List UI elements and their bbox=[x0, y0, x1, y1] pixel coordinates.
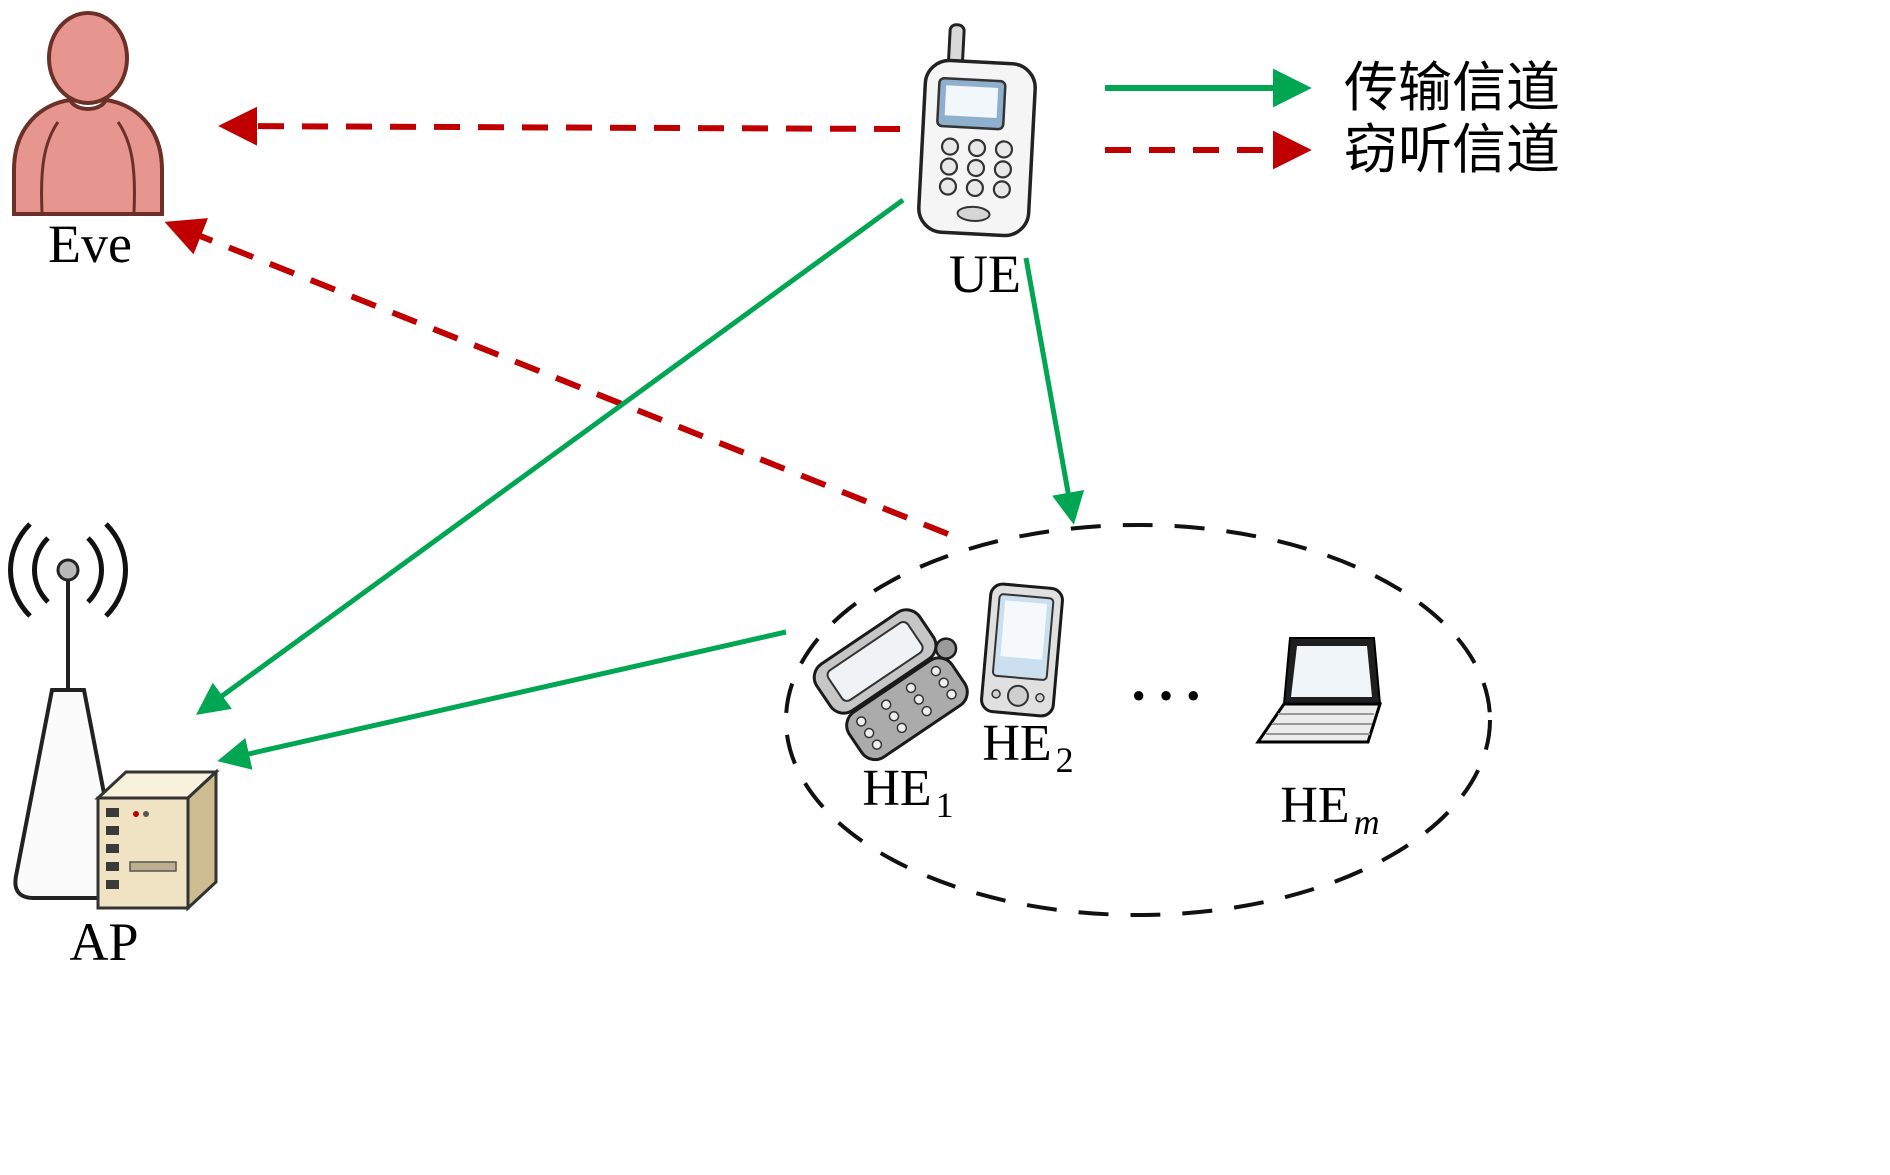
legend-eavesdrop-label: 窃听信道 bbox=[1344, 120, 1560, 180]
eve-person-icon bbox=[12, 11, 164, 216]
transmission-arrow-ue-to-helpers bbox=[1023, 257, 1085, 525]
ap-server-icon bbox=[94, 768, 220, 912]
helper-group-ellipse bbox=[784, 523, 1492, 917]
eavesdrop-arrow-ue-to-eve bbox=[218, 106, 901, 146]
ap-label: AP bbox=[69, 912, 138, 972]
he1-label: HE 1 bbox=[862, 760, 953, 825]
legend-transmission-label: 传输信道 bbox=[1344, 58, 1560, 118]
legend: 传输信道 窃听信道 bbox=[1105, 58, 1560, 180]
ue-phone-icon bbox=[917, 23, 1037, 238]
he2-label: HE 2 bbox=[982, 715, 1073, 780]
ue-label: UE bbox=[949, 244, 1021, 304]
eavesdrop-arrow-helpers-to-eve bbox=[164, 218, 950, 537]
transmission-arrow-helpers-to-ap bbox=[217, 629, 787, 770]
hem-laptop-icon bbox=[1255, 637, 1383, 744]
hem-label: HE m bbox=[1280, 777, 1379, 842]
helper-ellipsis-label: ··· bbox=[1129, 663, 1211, 728]
transmission-arrow-ue-to-ap bbox=[196, 197, 905, 715]
he1-flipphone-icon bbox=[812, 608, 969, 762]
he2-pda-icon bbox=[980, 582, 1064, 718]
eve-label: Eve bbox=[48, 214, 132, 274]
